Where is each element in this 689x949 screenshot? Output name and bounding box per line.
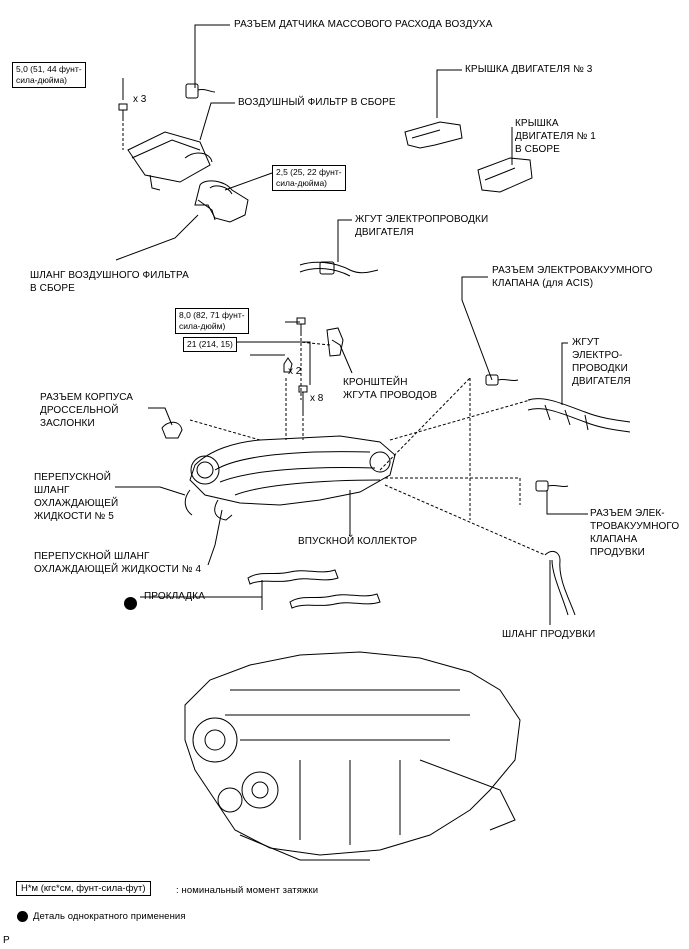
- label-bypass-hose-4: ПЕРЕПУСКНОЙ ШЛАНГ ОХЛАЖДАЮЩЕЙ ЖИДКОСТИ №…: [34, 551, 202, 575]
- label-throttle-connector: РАЗЪЕМ КОРПУСА ДРОССЕЛЬНОЙ ЗАСЛОНКИ: [40, 392, 134, 429]
- legend-single-use: Деталь однократного применения: [33, 911, 186, 922]
- label-wire-harness-engine: ЖГУТ ЭЛЕКТРОПРОВОДКИ ДВИГАТЕЛЯ: [355, 214, 489, 238]
- label-air-filter: ВОЗДУШНЫЙ ФИЛЬТР В СБОРЕ: [238, 97, 396, 108]
- quantity-bolts-air-filter: x 3: [133, 94, 147, 105]
- label-gasket: ПРОКЛАДКА: [144, 591, 205, 602]
- single-use-icon: [124, 597, 137, 610]
- torque-spec-3: 8,0 (82, 71 фунт- сила-дюйм): [175, 308, 249, 334]
- label-maf-connector: РАЗЪЕМ ДАТЧИКА МАССОВОГО РАСХОДА ВОЗДУХА: [234, 19, 493, 30]
- label-air-hose: ШЛАНГ ВОЗДУШНОГО ФИЛЬТРА В СБОРЕ: [30, 270, 189, 294]
- label-intake-manifold: ВПУСКНОЙ КОЛЛЕКТОР: [298, 536, 418, 547]
- legend-torque-description: : номинальный момент затяжки: [176, 885, 319, 896]
- torque-spec-2: 2,5 (25, 22 фунт- сила-дюйма): [272, 165, 346, 191]
- label-vsv-acis: РАЗЪЕМ ЭЛЕКТРОВАКУУМНОГО КЛАПАНА (для AC…: [492, 265, 653, 289]
- torque-spec-4: 21 (214, 15): [183, 337, 237, 352]
- label-engine-cover-3: КРЫШКА ДВИГАТЕЛЯ № 3: [465, 64, 593, 75]
- torque-spec-1: 5,0 (51, 44 фунт- сила-дюйма): [12, 62, 86, 88]
- label-vsv-purge: РАЗЪЕМ ЭЛЕК- ТРОВАКУУМНОГО КЛАПАНА ПРОДУ…: [590, 508, 680, 558]
- label-purge-hose: ШЛАНГ ПРОДУВКИ: [502, 629, 596, 640]
- quantity-nuts: x 2: [288, 366, 302, 377]
- label-wire-harness-right: ЖГУТ ЭЛЕКТРО- ПРОВОДКИ ДВИГАТЕЛЯ: [572, 337, 631, 387]
- corner-mark: P: [3, 935, 10, 946]
- legend-torque-box: Н*м (кгс*см, фунт-сила-фут): [16, 881, 151, 896]
- quantity-bolts-manifold: x 8: [310, 393, 324, 404]
- label-engine-cover-1: КРЫШКА ДВИГАТЕЛЯ № 1 В СБОРЕ: [515, 118, 596, 155]
- legend-single-use-icon: [17, 911, 28, 922]
- label-bypass-hose-5: ПЕРЕПУСКНОЙ ШЛАНГ ОХЛАЖДАЮЩЕЙ ЖИДКОСТИ №…: [34, 472, 119, 522]
- label-harness-bracket: КРОНШТЕЙН ЖГУТА ПРОВОДОВ: [343, 377, 438, 401]
